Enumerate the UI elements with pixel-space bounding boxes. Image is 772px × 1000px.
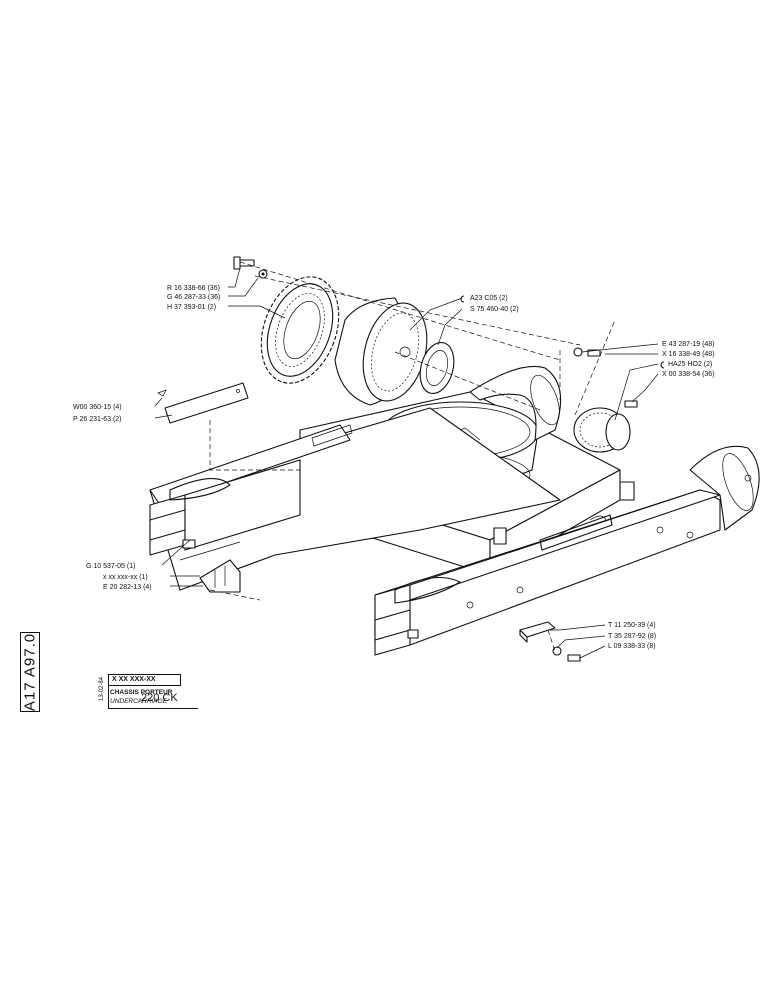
bolts <box>233 256 638 662</box>
label-p26231-63: P 26 231-63 (2) <box>73 416 122 423</box>
callout-symbols <box>460 295 665 369</box>
label-g10537-05: G 10 537-05 (1) <box>86 563 135 570</box>
title-block: A17 A97.0 13-02-84 X XX XXX-XX CHASSIS P… <box>20 632 320 712</box>
part-labels: R 16 338-66 (36) G 46 287-33 (36) H 37 3… <box>73 285 715 650</box>
label-ha25ho2: HA25 HO2 (2) <box>668 361 712 368</box>
doc-code-box: A17 A97.0 <box>20 632 40 712</box>
travel-motor <box>334 297 428 406</box>
divider <box>108 708 198 709</box>
gasket-ring <box>419 341 455 395</box>
right-idler-arm <box>689 445 760 531</box>
label-x16338-49: X 16 338-49 (48) <box>662 351 715 358</box>
label-s75460-40: S 75 460-40 (2) <box>470 306 519 313</box>
track-guide <box>519 621 556 643</box>
title-english: UNDERCARRIAGE <box>110 698 168 705</box>
date-box: 13-02-84 <box>97 672 107 706</box>
right-side-beam <box>374 489 721 656</box>
label-x00338-54: X 00 338-54 (36) <box>662 371 715 378</box>
doc-code: A17 A97.0 <box>21 632 39 712</box>
label-w00360-15: W00 360-15 (4) <box>73 404 122 411</box>
label-l09338-33: L 09 338-33 (8) <box>608 643 656 650</box>
label-t11250-39: T 11 250-39 (4) <box>608 622 656 629</box>
label-a23c05: A23 C05 (2) <box>470 295 508 302</box>
ref-number: X XX XXX-XX <box>108 674 181 686</box>
label-e20282-13: E 20 282-13 (4) <box>103 584 152 591</box>
divider <box>108 686 109 708</box>
label-xxxxxxx: x xx xxx-xx (1) <box>103 574 148 581</box>
date: 13-02-84 <box>99 676 105 702</box>
label-h37393-01: H 37 393-01 (2) <box>167 304 216 311</box>
model-name: 220 CK <box>141 692 178 704</box>
label-r16338-66: R 16 338-66 (36) <box>167 285 220 292</box>
left-side-beam <box>149 407 561 591</box>
sprocket-wheel <box>260 276 340 384</box>
leader-lines <box>154 267 659 659</box>
left-idler-arm <box>469 365 562 441</box>
label-t35287-92: T 35 287-92 (8) <box>608 633 656 640</box>
idler-wheel <box>573 319 631 453</box>
guard-pad <box>199 559 241 593</box>
title-french: CHASSIS PORTEUR <box>110 689 173 696</box>
label-e43287-19: E 43 287-19 (48) <box>662 341 715 348</box>
cover-plate <box>157 382 249 424</box>
label-g46287-33: G 46 287-33 (36) <box>167 294 220 301</box>
assembly-lines <box>209 261 581 652</box>
